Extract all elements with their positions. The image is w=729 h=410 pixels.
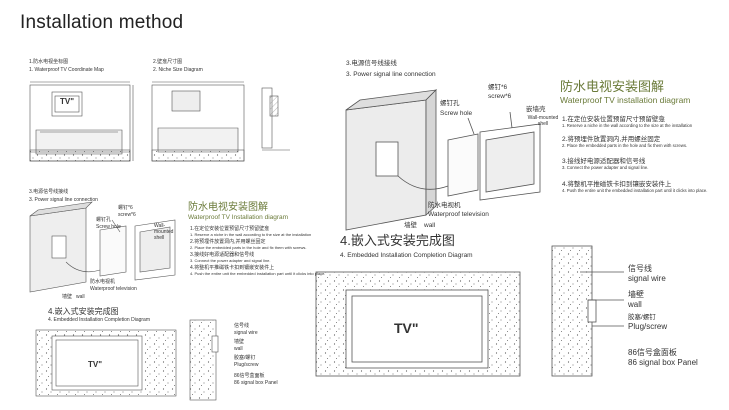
small-screw-hole-en: Screw hole <box>96 224 121 230</box>
large-wall-en: wall <box>424 222 436 229</box>
tv-coordinate-map-drawing <box>29 81 134 162</box>
large-diagram-title-en: Waterproof TV installation diagram <box>560 95 691 105</box>
small-step4-title-zh: 4.嵌入式安装完成图 <box>48 307 119 316</box>
small-tv-en: Waterproof television <box>90 286 137 292</box>
small-diagram-title-zh: 防水电视安装图解 <box>188 202 268 213</box>
small-tv-zh: 防水电视机 <box>90 279 116 285</box>
large-side-wall-zh: 墙壁 <box>628 290 644 299</box>
large-plug-zh: 胶塞/螺钉 <box>628 314 656 321</box>
small-power-signal-drawing <box>29 201 176 293</box>
small-side-wall-en: wall <box>234 346 243 352</box>
small-step4-title-en: 4. Embedded Installation Completion Diag… <box>48 317 150 323</box>
large-plug-en: Plug/screw <box>628 322 668 331</box>
large-tv-zh: 防水电视机 <box>428 202 461 209</box>
small-step-1-zh: 1.在定位安装位置预留尺寸预留壁龛 <box>190 226 270 232</box>
large-step-2-en: 2. Place the embedded parts in the hole … <box>562 143 688 148</box>
large-completion-tv-label: TV" <box>394 320 419 336</box>
large-step4-title-zh: 4.嵌入式安装完成图 <box>340 233 455 248</box>
large-diagram-title-zh: 防水电视安装图解 <box>560 79 665 94</box>
small-screw-hole-zh: 螺钉孔 <box>96 217 112 223</box>
small-side-wall-zh: 墙壁 <box>234 339 245 345</box>
large-screw-hole-zh: 螺钉孔 <box>440 100 460 107</box>
large-side-wall-en: wall <box>628 300 642 309</box>
large-screw-zh: 螺钉*6 <box>488 84 508 91</box>
small-step-1-en: 1. Reserve a niche in the wall according… <box>190 232 312 237</box>
step1-title-en: 1. Waterproof TV Coordinate Map <box>29 67 104 73</box>
small-shell-en: Wall-mounted shell <box>154 223 174 241</box>
large-wall-zh: 墙壁 <box>404 222 417 229</box>
small-panel-en: 86 signal box Panel <box>234 380 278 386</box>
large-panel-en: 86 signal box Panel <box>628 358 698 367</box>
small-step-3-zh: 3.接线好电源适配器和信号线 <box>190 252 255 258</box>
large-screw-hole-en: Screw hole <box>440 110 473 117</box>
small-signal-en: signal wire <box>234 330 258 336</box>
small-step-3-en: 3. Connect the power adapter and signal … <box>190 258 271 263</box>
small-step3-title-en: 3. Power signal line connection <box>29 197 98 203</box>
small-tv-label: TV" <box>60 97 75 106</box>
small-completion-drawing <box>35 319 219 401</box>
large-step-4-zh: 4.将整机平推磁铁卡扣到镶嵌安装件上 <box>562 181 672 188</box>
small-step3-title-zh: 3.电源信号线接线 <box>29 189 69 195</box>
large-power-signal-drawing <box>345 89 541 231</box>
small-screw-zh: 螺钉*6 <box>118 205 133 211</box>
small-plug-zh: 胶塞/螺钉 <box>234 355 256 361</box>
large-tv-en: Waterproof television <box>428 211 489 218</box>
large-step-3-en: 3. Connect the power adapter and signal … <box>562 165 649 170</box>
niche-size-drawing <box>151 81 290 162</box>
large-step3-title-en: 3. Power signal line connection <box>346 71 436 78</box>
small-step-4-en: 4. Push the entire unit the embedded ins… <box>190 271 326 276</box>
large-shell-zh: 嵌墙壳 <box>526 106 546 113</box>
small-step-4-zh: 4.将整机平推磁铁卡扣到镶嵌安装件上 <box>190 265 275 271</box>
large-signal-en: signal wire <box>628 274 666 283</box>
small-completion-tv-label: TV" <box>88 360 103 369</box>
large-step4-title-en: 4. Embedded Installation Completion Diag… <box>340 252 473 259</box>
small-step-2-zh: 2.将预埋件放置洞内,并用螺丝固定 <box>190 239 266 245</box>
small-panel-zh: 86信号盒面板 <box>234 373 265 379</box>
small-wall-zh: 墙壁 <box>62 294 73 300</box>
large-panel-zh: 86信号盒面板 <box>628 348 677 357</box>
small-wall-en: wall <box>76 294 85 300</box>
small-step-2-en: 2. Place the embedded parts in the hole … <box>190 245 307 250</box>
large-step-1-en: 1. Reserve a niche in the wall according… <box>562 123 693 128</box>
large-signal-zh: 信号线 <box>628 264 652 273</box>
large-screw-en: screw*6 <box>488 93 512 100</box>
large-completion-drawing <box>315 245 624 377</box>
large-step-3-zh: 3.接线好电源适配器和信号线 <box>562 158 646 165</box>
step1-title-zh: 1.防水电视坐标图 <box>29 59 69 65</box>
small-screw-en: screw*6 <box>118 212 136 218</box>
page-title: Installation method <box>20 12 184 33</box>
small-diagram-title-en: Waterproof TV Installation diagram <box>188 214 289 221</box>
large-step-4-en: 4. Push the entire unit the embedded ins… <box>562 188 708 193</box>
step2-title-en: 2. Niche Size Diagram <box>153 67 203 73</box>
large-shell-en: Wall-mounted shell <box>527 115 559 127</box>
large-step-2-zh: 2.将预埋件放置洞内,并用螺丝固定 <box>562 136 661 143</box>
large-step3-title-zh: 3.电源信号线接线 <box>346 60 397 67</box>
small-plug-en: Plug/screw <box>234 362 259 368</box>
large-step-1-zh: 1.在定位安装位置预留尺寸预留壁龛 <box>562 116 665 123</box>
small-signal-zh: 信号线 <box>234 323 250 329</box>
step2-title-zh: 2.壁龛尺寸图 <box>153 59 183 65</box>
